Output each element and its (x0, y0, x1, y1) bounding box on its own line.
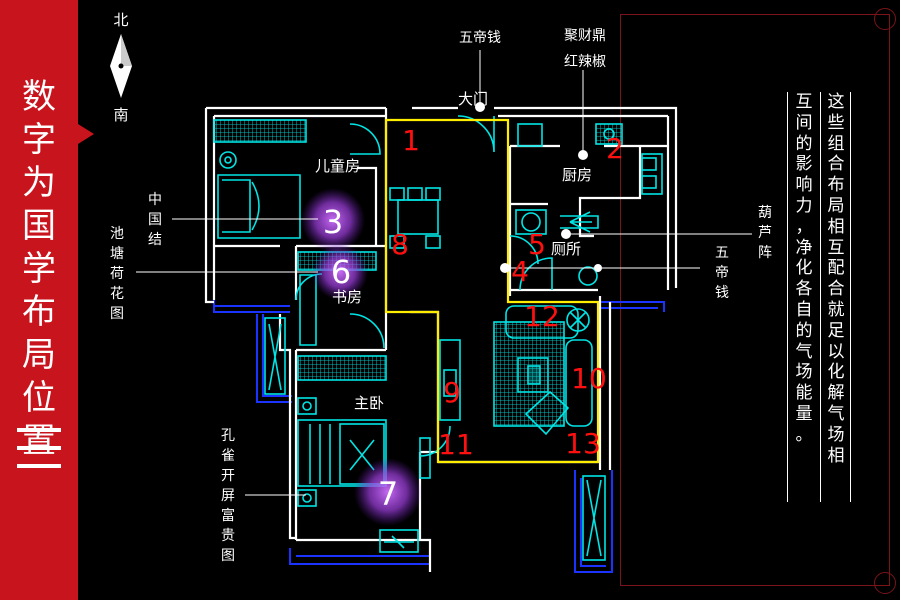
callout-zhongguojie: 中 国 结 (148, 192, 162, 248)
callout-jucai-line1: 聚财鼎 (564, 28, 606, 44)
callout-wudi-right: 五 帝 钱 (715, 245, 729, 301)
compass-north-label: 北 (113, 11, 128, 29)
callout-lines (136, 50, 752, 496)
title-sidebar-arrow (78, 124, 94, 144)
note-divider-right (850, 92, 851, 502)
svg-text:屏: 屏 (221, 488, 235, 504)
svg-text:开: 开 (221, 468, 235, 484)
note-column-2: 互间的 影响力 ，净化 各自的 气场能 量。 (795, 92, 813, 445)
marker-13: 13 (565, 427, 601, 460)
svg-text:塘: 塘 (110, 246, 124, 262)
svg-text:中: 中 (148, 192, 162, 208)
compass-icon: 北 南 (110, 11, 132, 124)
marker-3: 3 (323, 203, 343, 241)
callout-kongque: 孔 雀 开 屏 富 贵 图 (221, 428, 235, 564)
room-label-study: 书房 (332, 288, 362, 306)
marker-9: 9 (443, 376, 461, 409)
svg-text:图: 图 (110, 306, 124, 322)
marker-4: 4 (511, 255, 529, 288)
room-label-kitchen: 厨房 (562, 166, 592, 184)
living-zone-outline (384, 118, 600, 464)
svg-text:葫: 葫 (758, 205, 772, 221)
callout-chitang: 池 塘 荷 花 图 (110, 226, 124, 322)
svg-text:荷: 荷 (110, 266, 124, 282)
callout-dots (475, 102, 602, 273)
note-divider-mid (820, 92, 821, 502)
svg-text:阵: 阵 (758, 245, 772, 261)
svg-text:钱: 钱 (715, 285, 729, 301)
marker-11: 11 (438, 428, 474, 461)
svg-text:孔: 孔 (221, 428, 235, 444)
svg-text:国: 国 (148, 212, 162, 228)
room-label-master: 主卧 (354, 394, 384, 412)
marker-1: 1 (402, 124, 420, 157)
marker-2: 2 (606, 132, 624, 165)
marker-8: 8 (391, 228, 409, 261)
svg-text:帝: 帝 (715, 265, 729, 281)
note-divider-left (787, 92, 788, 502)
svg-text:贵: 贵 (221, 528, 235, 544)
svg-text:结: 结 (148, 232, 162, 248)
section-number-three (17, 428, 61, 468)
highlight-glows (301, 188, 422, 526)
marker-10: 10 (571, 362, 607, 395)
svg-text:池: 池 (110, 226, 124, 242)
room-label-toilet: 厕所 (551, 240, 581, 258)
marker-7: 7 (378, 475, 398, 513)
room-label-children: 儿童房 (315, 157, 360, 175)
svg-text:雀: 雀 (221, 448, 235, 464)
marker-5: 5 (528, 228, 546, 261)
svg-text:五: 五 (715, 245, 729, 261)
marker-12: 12 (524, 300, 560, 333)
door-swings (295, 115, 553, 457)
compass-south-label: 南 (113, 106, 128, 124)
frame-corner-bottom (874, 572, 896, 594)
svg-text:芦: 芦 (758, 225, 772, 241)
svg-text:花: 花 (110, 286, 124, 302)
callout-wudi-top: 五帝钱 (459, 30, 501, 46)
marker-6: 6 (331, 253, 351, 291)
sidebar-title: 数 字 为 国 学 布 局 位 置 (22, 77, 56, 461)
note-column-1: 这些组 合布局 相互配 合就足 以化解 气场相 (827, 92, 845, 466)
frame-corner-top (874, 8, 896, 30)
svg-text:图: 图 (221, 548, 235, 564)
callout-hulu: 葫 芦 阵 (758, 205, 772, 261)
svg-text:富: 富 (221, 507, 235, 524)
decorative-frame (620, 14, 890, 586)
callout-jucai-line2: 红辣椒 (564, 54, 606, 70)
title-sidebar (0, 0, 78, 600)
